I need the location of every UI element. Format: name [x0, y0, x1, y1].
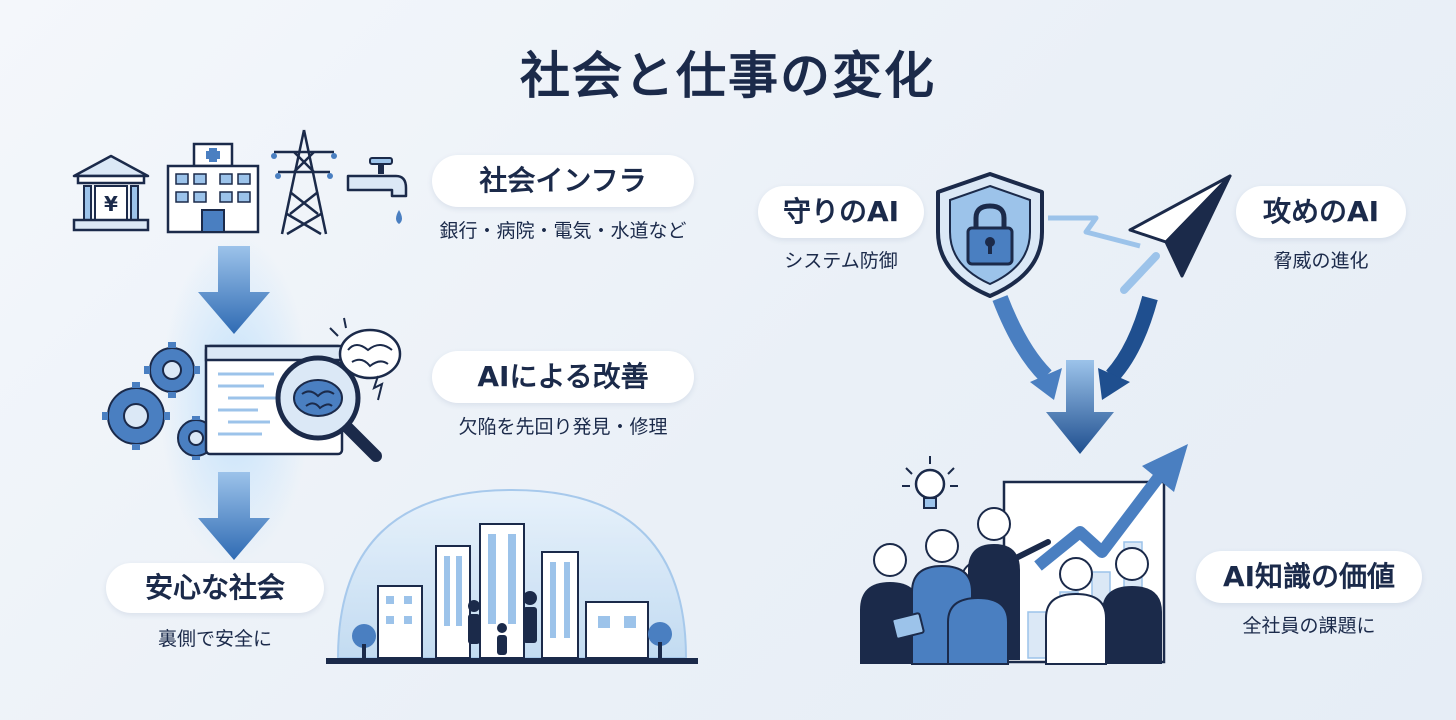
- ai-improve-label: AIによる改善: [432, 351, 694, 403]
- power-tower-icon: [271, 129, 337, 236]
- lightbulb-icon: [902, 456, 958, 509]
- ai-improve-desc: 欠陥を先回り発見・修理: [458, 416, 668, 438]
- city-dome-icon: [326, 488, 698, 664]
- paper-plane-icon: [1120, 174, 1232, 294]
- page-title: 社会と仕事の変化: [520, 47, 936, 105]
- magnifier-brain-icon: [275, 355, 382, 462]
- down-arrow-2: [198, 472, 270, 560]
- down-arrow-1: [198, 246, 270, 334]
- ai-knowledge-label: AI知識の価値: [1196, 551, 1422, 603]
- attack-ai-desc: 脅威の進化: [1273, 250, 1369, 272]
- safe-society-label: 安心な社会: [106, 563, 324, 613]
- hospital-icon: [166, 142, 260, 234]
- faucet-icon: [346, 157, 408, 224]
- bank-yen-symbol: ¥: [104, 192, 118, 216]
- infra-label: 社会インフラ: [432, 155, 694, 207]
- bank-icon: ¥: [72, 154, 150, 232]
- defense-ai-desc: システム防御: [784, 250, 898, 272]
- brain-icon: [329, 317, 402, 401]
- defense-ai-label: 守りのAI: [758, 186, 924, 238]
- lightning-icon: [1048, 215, 1141, 249]
- attack-ai-label: 攻めのAI: [1236, 186, 1406, 238]
- safe-society-desc: 裏側で安全に: [157, 628, 272, 650]
- infra-desc: 銀行・病院・電気・水道など: [439, 220, 687, 242]
- ai-knowledge-desc: 全社員の課題に: [1242, 615, 1376, 637]
- shield-lock-icon: [936, 172, 1044, 298]
- team-icon: [860, 507, 1162, 665]
- gear-icon: [102, 342, 215, 460]
- converge-arrows: [992, 295, 1158, 454]
